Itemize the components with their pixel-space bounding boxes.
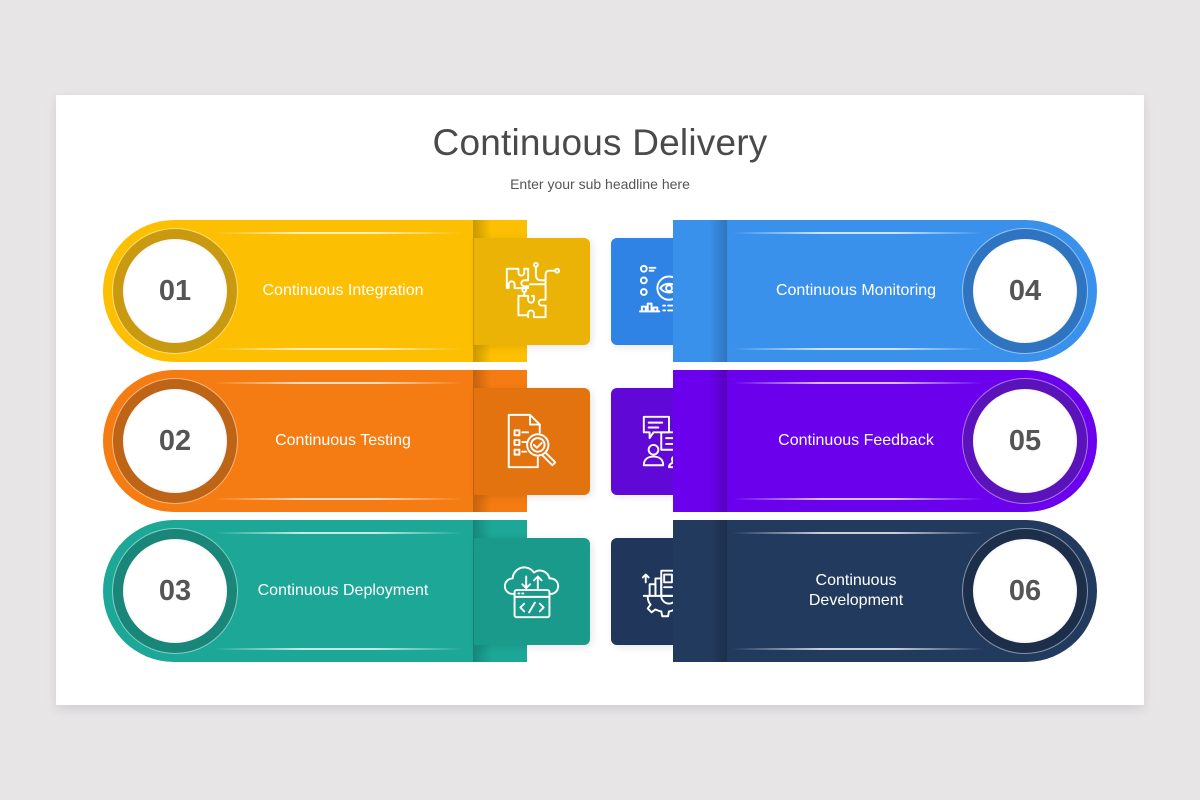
number-ring: 04	[963, 229, 1087, 353]
number-ring: 03	[113, 529, 237, 653]
highlight-line	[213, 382, 463, 384]
icon-tab-03	[474, 538, 590, 645]
page-title: Continuous Delivery	[432, 122, 768, 163]
highlight-line	[213, 498, 463, 500]
fold-shadow	[673, 220, 727, 362]
number-circle: 04	[973, 239, 1077, 343]
highlight-line	[733, 648, 983, 650]
puzzle-icon	[505, 261, 561, 318]
highlight-line	[213, 532, 463, 534]
step-number: 03	[158, 574, 192, 607]
step-number: 02	[158, 424, 192, 457]
number-circle: 01	[123, 239, 227, 343]
highlight-line	[733, 348, 983, 350]
number-circle: 03	[123, 539, 227, 643]
highlight-line	[213, 232, 463, 234]
step-label: Continuous Development	[808, 572, 904, 609]
row-3: 03 Continuous Deployment	[0, 520, 1200, 662]
step-label: Continuous Feedback	[778, 432, 934, 449]
number-ring: 02	[113, 379, 237, 503]
icon-tab-01	[474, 238, 590, 345]
highlight-line	[213, 348, 463, 350]
step-label: Continuous Monitoring	[775, 282, 937, 299]
highlight-line	[213, 648, 463, 650]
step-bar-03: 03 Continuous Deployment	[103, 520, 527, 662]
step-number: 06	[1008, 574, 1042, 607]
step-bar-05: Continuous Feedback 05	[673, 370, 1097, 512]
step-number: 05	[1008, 424, 1042, 457]
highlight-line	[733, 532, 983, 534]
step-label: Continuous Deployment	[257, 582, 429, 599]
row-1: 01 Continuous Integration	[0, 220, 1200, 362]
step-label: Continuous Integration	[262, 282, 424, 299]
step-bar-01: 01 Continuous Integration	[103, 220, 527, 362]
step-bar-06: Continuous Development 06	[673, 520, 1097, 662]
document-check-icon	[507, 413, 557, 468]
fold-shadow	[673, 520, 727, 662]
number-ring: 05	[963, 379, 1087, 503]
number-ring: 06	[963, 529, 1087, 653]
highlight-line	[733, 498, 983, 500]
page-subtitle: Enter your sub headline here	[510, 176, 690, 192]
step-bar-02: 02 Continuous Testing	[103, 370, 527, 512]
row-2: 02 Continuous Testing	[0, 370, 1200, 512]
number-circle: 06	[973, 539, 1077, 643]
highlight-line	[733, 382, 983, 384]
number-circle: 02	[123, 389, 227, 493]
fold-shadow	[673, 370, 727, 512]
number-circle: 05	[973, 389, 1077, 493]
icon-tab-02	[474, 388, 590, 495]
cloud-code-icon	[503, 565, 560, 618]
step-number: 01	[158, 274, 192, 307]
step-number: 04	[1008, 274, 1042, 307]
step-bar-04: Continuous Monitoring 04	[673, 220, 1097, 362]
step-label: Continuous Testing	[275, 432, 411, 449]
number-ring: 01	[113, 229, 237, 353]
highlight-line	[733, 232, 983, 234]
